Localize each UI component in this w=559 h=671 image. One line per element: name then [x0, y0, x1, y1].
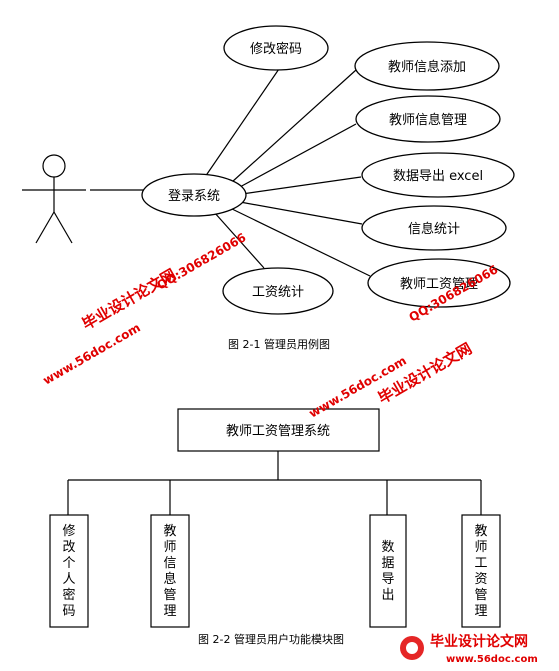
- module-caption: 图 2-2 管理员用户功能模块图: [198, 632, 344, 646]
- module-teacher-info: 教师信息管理: [150, 514, 190, 628]
- svg-text:修改密码: 修改密码: [250, 41, 302, 57]
- module-root-label: 教师工资管理系统: [226, 423, 330, 439]
- module-change-password: 修改个人密码: [49, 514, 89, 628]
- svg-text:教师工资管理: 教师工资管理: [474, 523, 487, 619]
- svg-text:数据导出: 数据导出: [381, 540, 394, 603]
- use-case-add-teacher: 教师信息添加: [354, 41, 500, 91]
- module-data-export: 数据导出: [369, 514, 407, 628]
- svg-text:教师信息管理: 教师信息管理: [389, 112, 467, 128]
- use-case-hub-label: 登录系统: [168, 189, 220, 204]
- actor-figure: [22, 154, 86, 244]
- svg-text:修改个人密码: 修改个人密码: [62, 524, 75, 619]
- svg-text:教师信息管理: 教师信息管理: [163, 523, 176, 619]
- svg-text:教师工资管理: 教师工资管理: [400, 276, 478, 292]
- svg-text:信息统计: 信息统计: [408, 221, 460, 237]
- svg-text:工资统计: 工资统计: [252, 285, 304, 300]
- use-case-hub: 登录系统: [141, 173, 247, 217]
- module-tree-lines: [67, 451, 482, 515]
- svg-text:数据导出 excel: 数据导出 excel: [393, 169, 483, 184]
- use-case-statistics: 信息统计: [361, 205, 507, 251]
- use-case-connectors: [204, 65, 371, 277]
- footer-site: www.56doc.com: [446, 654, 538, 665]
- module-root: 教师工资管理系统: [177, 408, 380, 452]
- use-case-caption: 图 2-1 管理员用例图: [228, 337, 330, 351]
- svg-text:教师信息添加: 教师信息添加: [388, 59, 466, 75]
- use-case-salary-stats: 工资统计: [222, 267, 334, 315]
- use-case-modify-password: 修改密码: [223, 25, 329, 71]
- watermark-group-left: 毕业设计论文网 QQ:306826066 www.56doc.com: [41, 230, 249, 387]
- footer-logo: 毕业设计论文网 www.56doc.com: [400, 633, 538, 665]
- module-salary-manage: 教师工资管理: [461, 514, 501, 628]
- use-case-manage-teacher: 教师信息管理: [355, 95, 501, 143]
- use-case-export-excel: 数据导出 excel: [361, 152, 515, 198]
- use-case-salary-manage: 教师工资管理: [367, 258, 511, 308]
- footer-brand: 毕业设计论文网: [430, 633, 528, 650]
